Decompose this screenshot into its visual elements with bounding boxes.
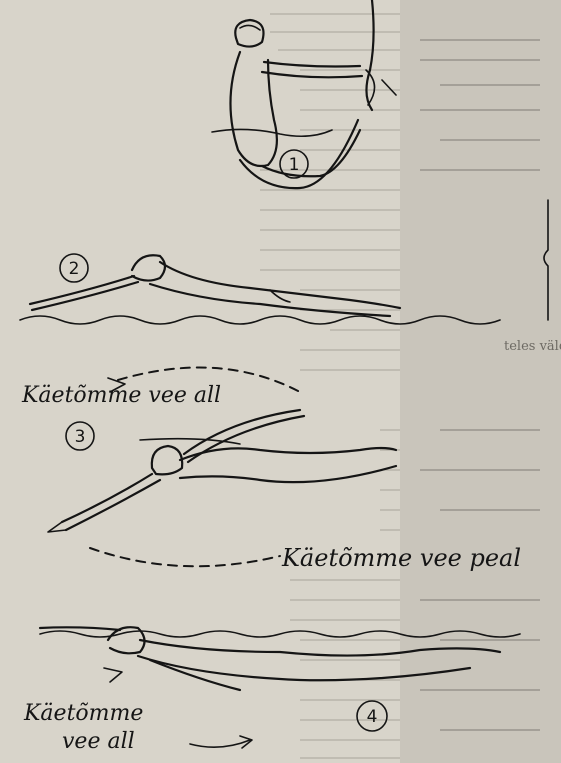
caption-arm-under-water-2-line1: Käetõmme bbox=[23, 701, 143, 726]
bleed-through-label: teles väld bbox=[504, 339, 561, 354]
figure-number-1: 1 bbox=[289, 155, 300, 175]
caption-arm-over-water: Käetõmme vee peal bbox=[281, 544, 521, 572]
figure-number-3: 3 bbox=[75, 427, 86, 447]
caption-arm-under-water-1: Käetõmme vee all bbox=[21, 383, 221, 408]
figure-number-4: 4 bbox=[367, 707, 378, 727]
caption-arm-under-water-2-line2: vee all bbox=[62, 729, 135, 754]
figure-number-2: 2 bbox=[69, 259, 80, 279]
